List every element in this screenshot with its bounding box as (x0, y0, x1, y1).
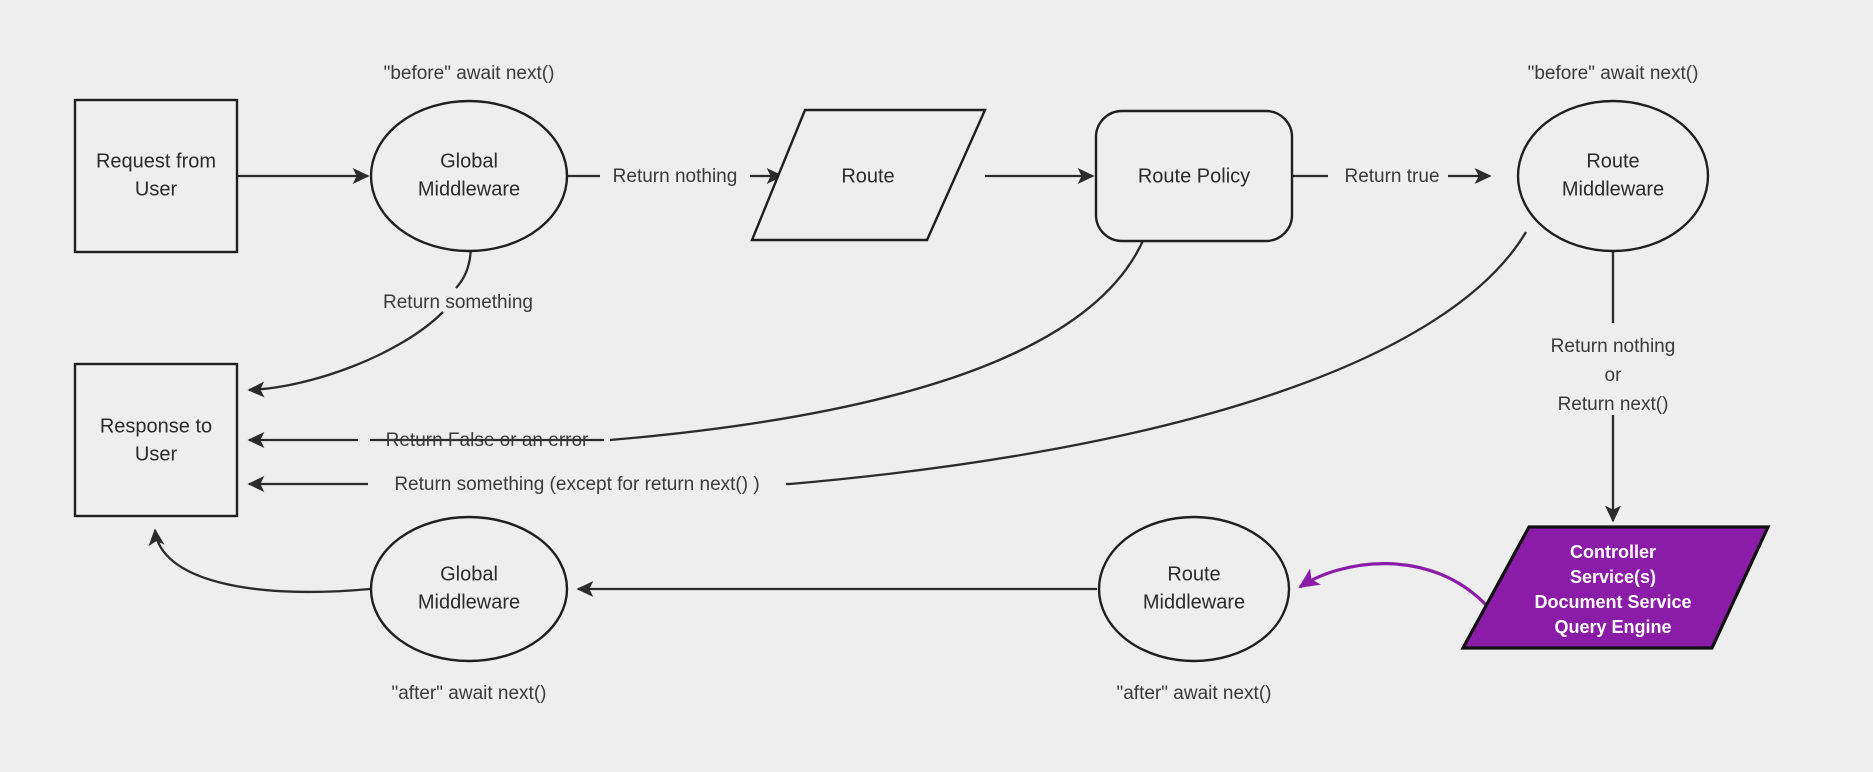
node-label-controller-services-line4: Query Engine (1554, 617, 1671, 637)
edge-route-middleware-return-something-except: Return something (except for return next… (247, 231, 1527, 495)
edge-global-middleware-return-something: Return something (247, 226, 533, 398)
caption-after-await-next-route: "after" await next() (1117, 683, 1272, 704)
edge-label-return-nothing-or-3: Return next() (1558, 394, 1669, 415)
node-label-global-middleware-bottom-line1: Global (440, 563, 498, 585)
edge-label-return-true: Return true (1344, 166, 1439, 187)
node-label-global-middleware-top-line2: Middleware (418, 178, 520, 200)
node-route[interactable]: Route (750, 108, 987, 242)
node-label-request-from-user-line1: Request from (96, 150, 216, 172)
edge-label-return-nothing-or-2: or (1605, 365, 1623, 386)
node-label-controller-services-line3: Document Service (1534, 592, 1691, 612)
edge-label-return-nothing-or-1: Return nothing (1551, 336, 1676, 357)
node-label-controller-services-line1: Controller (1570, 542, 1656, 562)
caption-after-await-next-global: "after" await next() (392, 683, 547, 704)
edge-route-middleware-to-controller: Return nothing or Return next() (1551, 231, 1676, 523)
node-global-middleware-top[interactable]: Global Middleware (369, 99, 569, 253)
edge-global-middleware-bottom-to-response (148, 528, 371, 594)
caption-before-await-next-route: "before" await next() (1528, 63, 1699, 84)
caption-before-await-next-global: "before" await next() (384, 63, 555, 84)
node-route-middleware-top[interactable]: Route Middleware (1516, 99, 1710, 253)
node-label-request-from-user-line2: User (135, 178, 178, 200)
node-label-route-middleware-top-line1: Route (1586, 150, 1639, 172)
node-controller-services[interactable]: Controller Service(s) Document Service Q… (1460, 525, 1771, 650)
edge-label-return-nothing: Return nothing (613, 166, 738, 187)
node-label-global-middleware-top-line1: Global (440, 150, 498, 172)
edge-global-middleware-to-route: Return nothing (566, 166, 784, 187)
node-label-controller-services-line2: Service(s) (1570, 567, 1656, 587)
edge-label-return-something: Return something (383, 292, 533, 313)
edge-route-policy-to-route-middleware: Return true (1292, 166, 1492, 187)
node-route-middleware-bottom[interactable]: Route Middleware (1097, 515, 1291, 663)
node-label-global-middleware-bottom-line2: Middleware (418, 591, 520, 613)
node-label-route: Route (841, 165, 894, 187)
edge-controller-to-route-middleware-bottom (1298, 562, 1490, 609)
node-label-route-policy: Route Policy (1138, 165, 1250, 187)
node-response-to-user[interactable]: Response to User (73, 362, 239, 518)
node-label-route-middleware-bottom-line2: Middleware (1143, 591, 1245, 613)
node-label-response-to-user-line2: User (135, 443, 178, 465)
node-label-response-to-user-line1: Response to (100, 415, 212, 437)
node-label-route-middleware-bottom-line1: Route (1167, 563, 1220, 585)
node-route-policy[interactable]: Route Policy (1094, 109, 1294, 243)
node-request-from-user[interactable]: Request from User (73, 98, 239, 254)
edge-route-policy-return-false: Return False or an error (247, 230, 1149, 451)
edge-label-return-false-or-error: Return False or an error (386, 430, 589, 451)
node-label-route-middleware-top-line2: Middleware (1562, 178, 1664, 200)
node-global-middleware-bottom[interactable]: Global Middleware (369, 515, 569, 663)
edge-label-return-something-except: Return something (except for return next… (394, 474, 759, 495)
